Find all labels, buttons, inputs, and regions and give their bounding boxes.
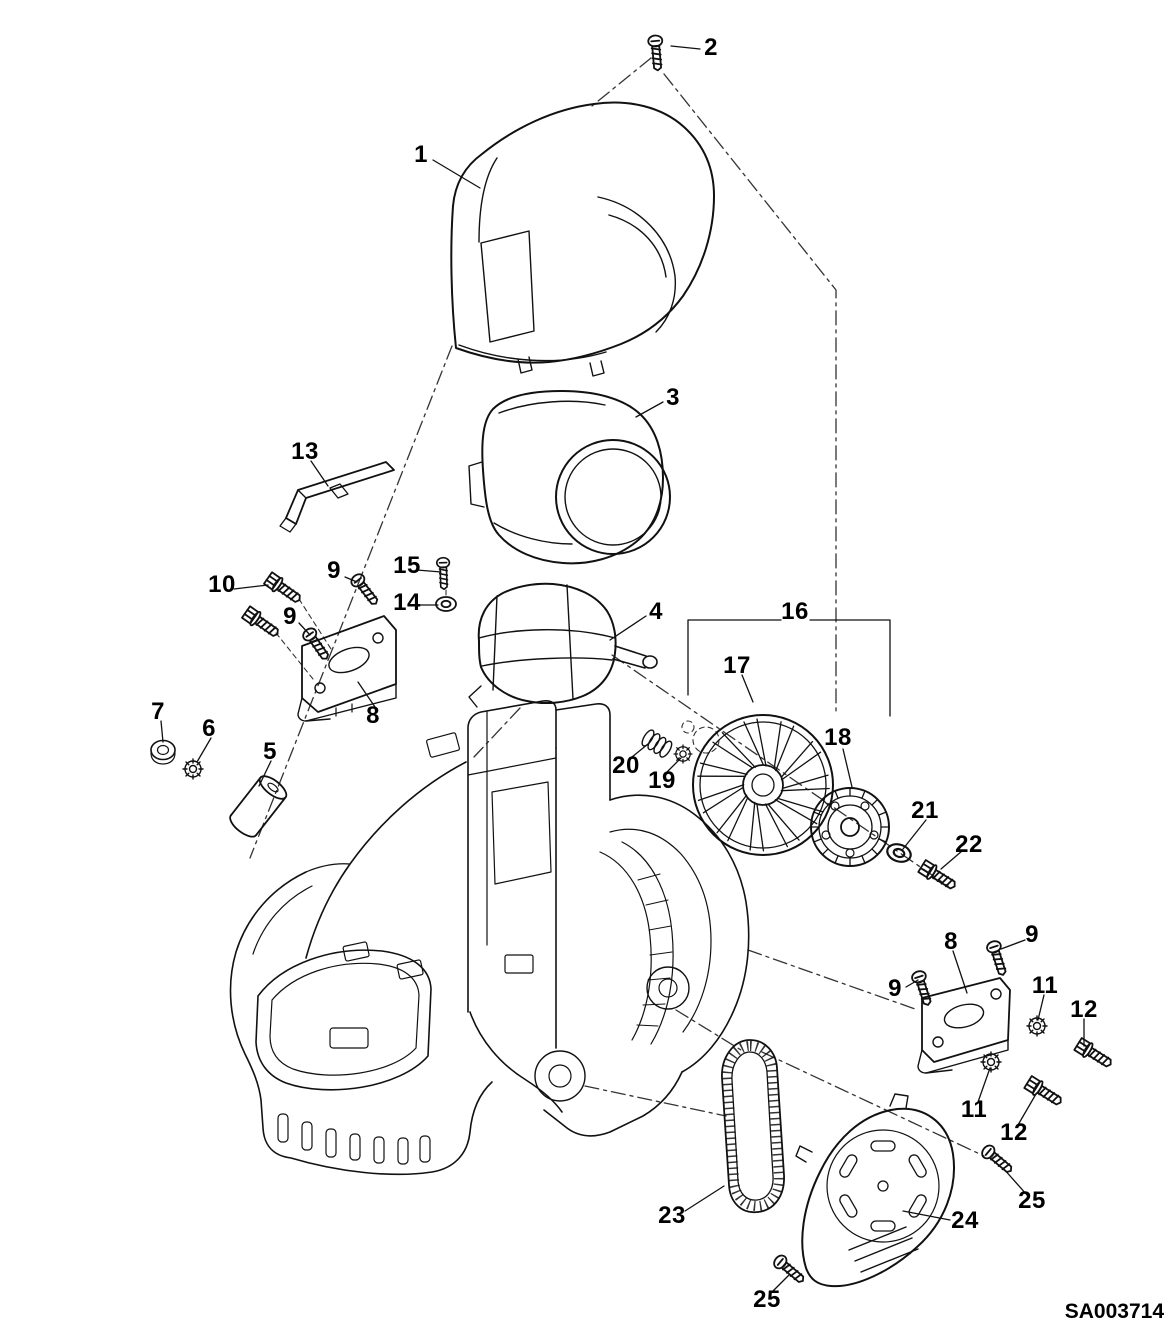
callout-part-9: 9 [327, 557, 341, 584]
callout-part-11: 11 [960, 1096, 988, 1123]
callout-part-11: 11 [1031, 972, 1059, 999]
part-18-pulley [810, 787, 890, 867]
callout-part-17: 17 [723, 652, 751, 679]
part-5-cylinder [229, 775, 288, 838]
part-17-fan [692, 714, 834, 856]
part-24-belt-cover [795, 1093, 955, 1288]
callout-part-25: 25 [753, 1286, 781, 1313]
callout-part-12: 12 [1000, 1119, 1028, 1146]
callout-part-3: 3 [666, 384, 680, 411]
part-9-screws-left [299, 570, 383, 664]
part-chassis-body [229, 700, 750, 1176]
part-6-lock-washer [182, 758, 204, 780]
callout-part-6: 6 [202, 715, 216, 742]
part-20-spring [641, 729, 673, 758]
part-11-lock-washers [980, 1015, 1048, 1073]
callout-part-5: 5 [263, 738, 277, 765]
part-12-bolts [1022, 1036, 1116, 1111]
callout-part-16: 16 [781, 598, 809, 625]
callout-part-9: 9 [283, 603, 297, 630]
part-7-nut [150, 739, 176, 765]
part-4-motor [468, 582, 658, 708]
part-14-washer [435, 596, 457, 612]
construction-lines [249, 57, 985, 1157]
callout-part-20: 20 [612, 752, 640, 779]
callout-part-24: 24 [951, 1207, 979, 1234]
callout-part-7: 7 [151, 698, 165, 725]
drawing-number: SA003714 [1064, 1300, 1164, 1323]
callout-part-18: 18 [824, 724, 852, 751]
callout-part-13: 13 [291, 438, 319, 465]
callout-part-10: 10 [208, 571, 236, 598]
callout-part-12: 12 [1070, 996, 1098, 1023]
part-22-bolt [916, 858, 960, 895]
callout-part-9: 9 [1025, 921, 1039, 948]
callout-part-8: 8 [366, 702, 380, 729]
callout-part-8: 8 [944, 928, 958, 955]
callout-part-1: 1 [414, 141, 428, 168]
callout-part-9: 9 [888, 975, 902, 1002]
callout-leader-lines [160, 45, 1085, 1293]
callout-part-25: 25 [1018, 1187, 1046, 1214]
part-2-screw [646, 33, 666, 72]
callout-part-2: 2 [704, 34, 718, 61]
callout-part-15: 15 [393, 552, 421, 579]
callout-part-4: 4 [649, 598, 663, 625]
part-23-belt [721, 1039, 785, 1214]
part-15-screw [435, 556, 452, 591]
part-8-bracket-left [297, 615, 397, 722]
callout-part-22: 22 [955, 831, 983, 858]
part-8-bracket-right [917, 977, 1011, 1074]
part-19-lock-washer [673, 744, 693, 764]
part-3-blower-housing [468, 390, 671, 565]
callout-part-14: 14 [393, 589, 421, 616]
part-13-bracket-strip [279, 461, 395, 533]
part-1-engine-cover [450, 101, 715, 377]
callout-part-19: 19 [648, 767, 676, 794]
callout-part-23: 23 [658, 1202, 686, 1229]
callout-part-21: 21 [911, 797, 939, 824]
